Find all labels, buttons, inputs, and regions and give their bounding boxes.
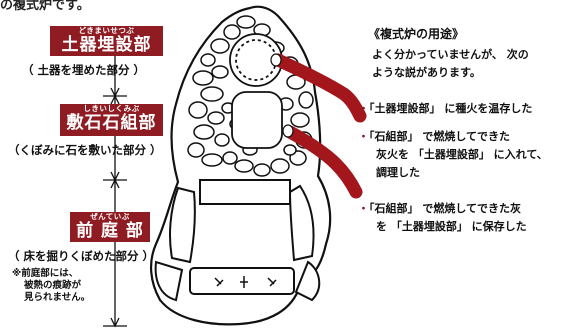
front-court <box>154 179 321 302</box>
purpose-intro-2: ような説があります。 <box>372 66 481 79</box>
purpose-item-1: ・「土器埋設部」 に種火を温存した <box>358 100 532 117</box>
cut-title: の複式炉です。 <box>0 0 90 13</box>
sub-shiki: （くぼみに石を敷いた部分 ） <box>8 143 162 157</box>
note-line-1: ※前庭部には、 <box>12 268 79 279</box>
item-2-line-2: 灰火を 「土器埋設部」 に入れて、 <box>376 148 548 161</box>
label-doki: どきまいせつぶ 土器埋設部 <box>50 26 163 56</box>
hatch-marks <box>214 276 277 288</box>
arrow-ends <box>270 53 294 138</box>
purpose-item-3: ・「石組部」 で燃焼してできた灰 <box>358 200 521 217</box>
purpose-item-2: ・「石組部」 で燃焼してできた <box>358 128 510 145</box>
item-1-line-1: 「土器埋設部」 に種火を温存した <box>369 102 533 115</box>
dimension-line <box>103 28 127 328</box>
ruby-shiki: しきいしくみぶ <box>83 104 140 113</box>
ruby-zentei: ぜんていぶ <box>90 212 130 221</box>
label-zentei: ぜんていぶ 前 庭 部 <box>70 212 150 242</box>
bullet-3: ・ <box>358 202 369 215</box>
item-3-line-2: を 「土器埋設部」 に保存した <box>376 220 527 233</box>
note-line-2: 被熱の痕跡が <box>24 280 82 291</box>
title-doki: 土器埋設部 <box>61 35 152 55</box>
note-line-3: 見られません。 <box>24 292 91 303</box>
sub-zentei: （ 床を掘りくぼめた部分 ） <box>8 249 155 263</box>
note-zentei: ※前庭部には、 被熱の痕跡が 見られません。 <box>12 268 90 304</box>
title-shiki: 敷石石組部 <box>66 113 157 133</box>
red-arrows <box>271 53 367 199</box>
buried-pot <box>229 33 283 87</box>
ruby-doki: どきまいせつぶ <box>78 26 135 35</box>
stone-pit <box>231 91 283 149</box>
sub-doki: （ 土器を埋めた部分 ） <box>22 63 146 77</box>
item-2-line-1: 「石組部」 で燃焼してできた <box>369 130 510 143</box>
purpose-heading: 《複式炉の用途》 <box>368 27 465 41</box>
item-3-line-1: 「石組部」 で燃焼してできた灰 <box>369 202 521 215</box>
bullet-1: ・ <box>358 102 369 115</box>
item-2-line-3: 調理した <box>376 166 420 179</box>
label-shiki: しきいしくみぶ 敷石石組部 <box>60 104 163 136</box>
purpose-intro-1: よく分かっていませんが、 次の <box>372 48 529 61</box>
bullet-2: ・ <box>358 130 369 143</box>
title-zentei: 前 庭 部 <box>76 221 144 241</box>
